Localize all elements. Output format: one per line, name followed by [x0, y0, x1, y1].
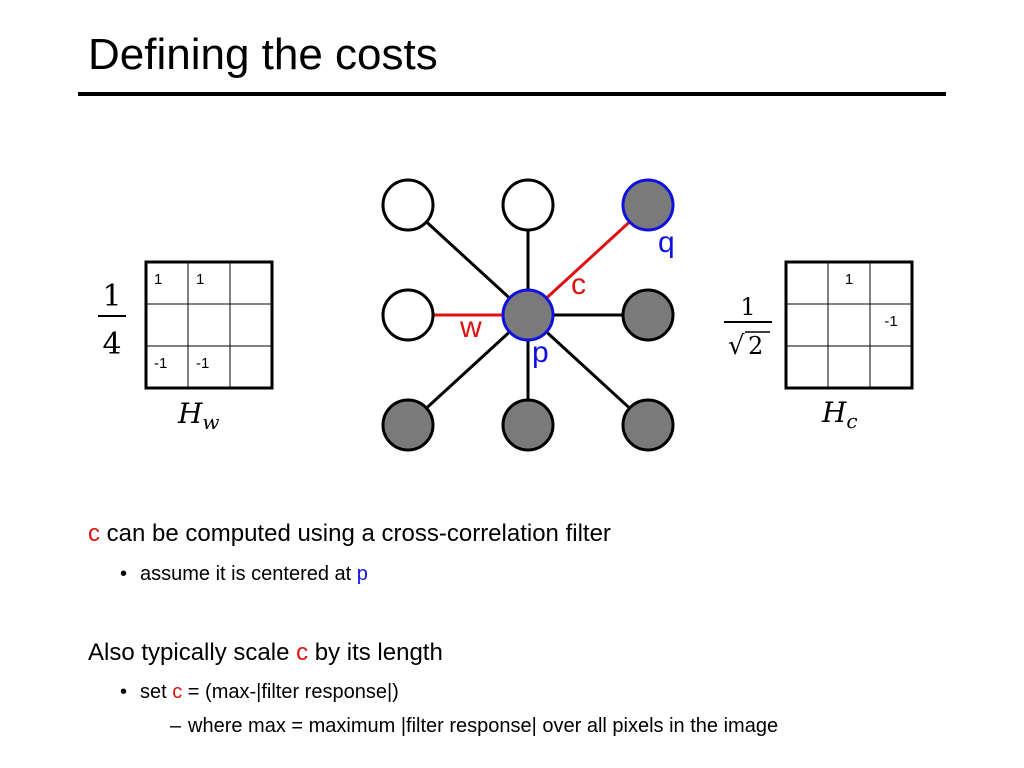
edge-nw — [406, 203, 530, 317]
hw-cell-r2c0: -1 — [154, 355, 167, 372]
hc-cell-r1c2: -1 — [884, 313, 897, 330]
hc-scale-radical: √ — [728, 331, 745, 361]
bullet-1-sub-text: assume it is centered at — [140, 563, 357, 585]
title-divider — [78, 92, 946, 96]
label-w: w — [459, 311, 482, 344]
bullet-1-text: can be computed using a cross-correlatio… — [100, 520, 611, 547]
label-p: p — [532, 336, 549, 369]
hw-grid: 1 1 -1 -1 — [144, 260, 274, 390]
hw-cell-r2c1: -1 — [196, 355, 209, 372]
edge-sw — [406, 313, 530, 427]
bullet-2-before: Also typically scale — [88, 639, 297, 666]
hc-name: Hc — [821, 396, 858, 433]
bullet-1-c: c — [88, 520, 100, 547]
hw-name: Hw — [177, 397, 220, 434]
bullet-marker: • — [120, 681, 128, 703]
label-q: q — [658, 226, 675, 259]
node-q — [621, 178, 675, 232]
node-bottom-center — [501, 398, 555, 452]
edge-se — [526, 313, 650, 427]
label-c: c — [571, 268, 586, 301]
bullet-2-sub: • set c = (max-|filter response|) — [120, 681, 399, 704]
hw-scale-numerator: 1 — [102, 279, 121, 314]
hc-name-base: H — [821, 396, 847, 429]
node-bottom-right — [621, 398, 675, 452]
hc-cell-r0c1: 1 — [845, 271, 853, 288]
node-mid-left — [381, 288, 435, 342]
slide-title: Defining the costs — [88, 30, 438, 79]
bullet-1-sub-p: p — [356, 563, 368, 585]
hw-name-base: H — [177, 397, 203, 430]
bullet-2-subsub: –where max = maximum |filter response| o… — [170, 715, 779, 738]
bullet-2-sub-after: = (max-|filter response|) — [182, 681, 399, 703]
hw-name-sub: w — [202, 410, 219, 434]
hc-grid: 1 -1 — [784, 260, 914, 390]
bullet-2-after: by its length — [308, 639, 443, 666]
bullet-2: Also typically scale c by its length — [88, 639, 443, 667]
bullet-1: c can be computed using a cross-correlat… — [88, 520, 611, 548]
node-mid-right — [621, 288, 675, 342]
node-bottom-left — [381, 398, 435, 452]
dash-marker: – — [170, 715, 182, 737]
bullet-2-c: c — [296, 639, 309, 666]
bullet-2-sub-c: c — [172, 681, 183, 703]
node-top-left — [381, 178, 435, 232]
node-p — [501, 288, 555, 342]
hw-cell-r0c0: 1 — [154, 271, 162, 288]
hw-cell-r0c1: 1 — [196, 271, 204, 288]
filter-hw: 1 4 1 1 -1 -1 Hw — [98, 260, 274, 434]
edge-c-red — [526, 203, 650, 317]
hc-scale-numerator: 1 — [740, 293, 755, 321]
node-top-center — [501, 178, 555, 232]
hc-grid-border — [784, 260, 914, 390]
bullet-1-sub: • assume it is centered at p — [120, 563, 368, 586]
hc-name-sub: c — [846, 409, 857, 433]
hw-grid-border — [144, 260, 274, 390]
bullet-2-sub-before: set — [140, 681, 173, 703]
filter-hc: 1 √ 2 1 -1 Hc — [724, 260, 914, 433]
bullet-2-subsub-text: where max = maximum |filter response| ov… — [188, 715, 779, 737]
bullet-marker: • — [120, 563, 128, 585]
hc-scale-denominator: 2 — [748, 332, 763, 360]
hw-scale-denominator: 4 — [102, 327, 121, 362]
